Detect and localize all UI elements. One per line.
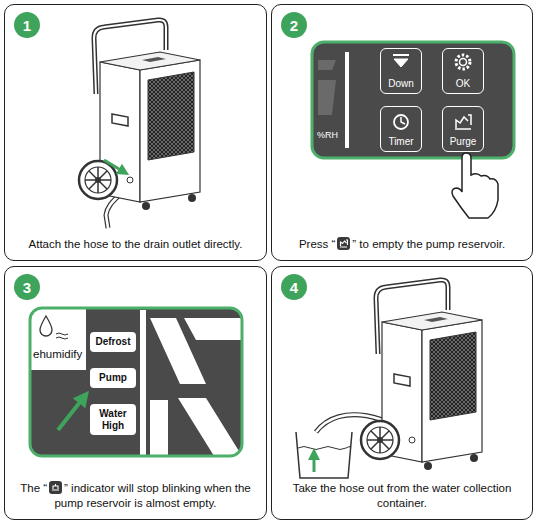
step-digit: 2	[290, 17, 298, 34]
step-caption: Attach the hose to the drain outlet dire…	[29, 238, 243, 250]
indicator-panel-zoom	[30, 308, 242, 456]
dehumidifier-figure	[79, 20, 200, 228]
caption-line: Take the hose out from the water collect…	[280, 481, 524, 511]
indicator-label: Defrost	[95, 336, 130, 347]
step-number: 1	[14, 12, 40, 38]
green-arrow	[313, 454, 316, 472]
button-label: OK	[456, 78, 470, 89]
control-button: Timer	[380, 106, 422, 152]
button-label: Timer	[388, 136, 413, 147]
step-digit: 3	[23, 279, 31, 296]
button-label: Purge	[450, 136, 477, 147]
step-number: 3	[14, 274, 40, 300]
display-unit: %RH	[317, 130, 338, 140]
step-panel: Press “ ” to empty the pump reservoir. 2Do…	[271, 4, 533, 261]
control-panel-zoom	[312, 42, 514, 218]
button-label: Down	[388, 78, 414, 89]
step-digit: 1	[23, 17, 31, 34]
caption-line: The “ ” indicator will stop blinking when…	[13, 481, 258, 511]
control-button: OK	[442, 48, 484, 94]
caption-line: Press “ ” to empty the pump reservoir.	[280, 237, 524, 252]
dehumidifier-figure	[296, 280, 482, 478]
step-digit: 4	[290, 279, 298, 296]
step-panel: Take the hose out from the water collect…	[271, 266, 533, 520]
green-arrow	[104, 160, 124, 172]
green-arrow	[58, 397, 84, 430]
step-caption: ” indicator will stop blinking when the …	[54, 482, 250, 509]
indicator-label: Pump	[99, 372, 127, 383]
indicator-box: Defrost	[90, 332, 136, 352]
mode-label: ehumidify	[33, 348, 82, 360]
step-panel: Attach the hose to the drain outlet dire…	[4, 4, 267, 261]
indicator-box: Pump	[90, 368, 136, 388]
step-number: 4	[281, 274, 307, 300]
step-caption: ” to empty the pump reservoir.	[352, 238, 505, 250]
control-button: Purge	[442, 106, 484, 152]
button-symbol	[49, 481, 62, 494]
step-panel: The “ ” indicator will stop blinking when…	[4, 266, 267, 520]
step-caption: The “	[20, 482, 47, 494]
button-icons	[393, 55, 471, 129]
step-caption: Take the hose out from the water collect…	[293, 482, 512, 509]
collection-container	[296, 432, 352, 478]
step-caption: Press “	[299, 238, 335, 250]
caption-line: Attach the hose to the drain outlet dire…	[13, 237, 258, 252]
step-number: 2	[281, 12, 307, 38]
pointing-hand	[452, 153, 498, 218]
indicator-box: Water High	[90, 404, 136, 435]
control-button: Down	[380, 48, 422, 94]
button-symbol	[337, 237, 350, 250]
indicator-label: Water High	[99, 408, 126, 431]
